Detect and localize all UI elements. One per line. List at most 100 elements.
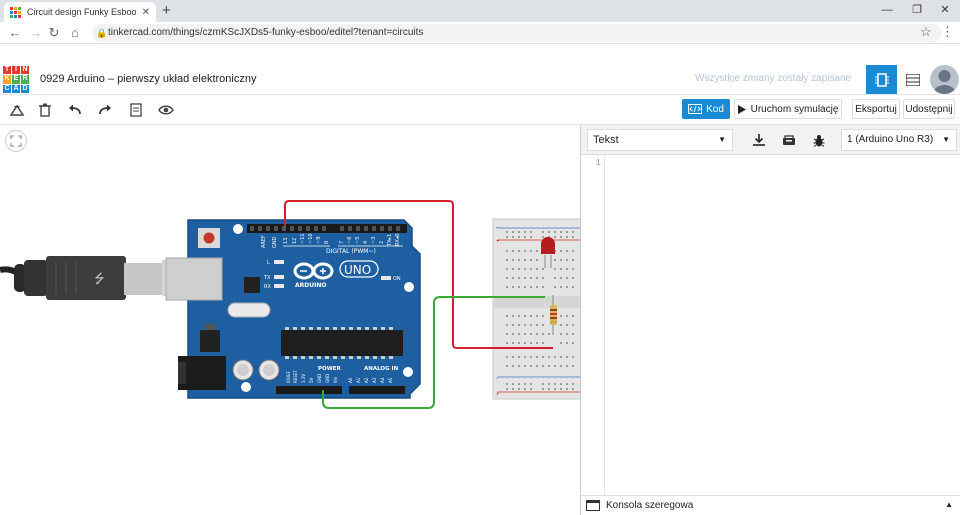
tinkercad-favicon-icon	[10, 6, 21, 18]
minimize-window-icon[interactable]: —	[881, 4, 893, 16]
svg-text:A4: A4	[380, 377, 385, 383]
svg-text:~6: ~6	[347, 237, 353, 244]
visibility-eye-icon[interactable]	[157, 101, 175, 119]
svg-text:POWER: POWER	[318, 366, 342, 372]
serial-monitor-bar[interactable]: Konsola szeregowa ▲	[581, 495, 960, 515]
close-window-icon[interactable]: ✕	[940, 4, 950, 16]
zoom-to-fit-button[interactable]	[5, 130, 27, 152]
logo-letter: I	[12, 66, 20, 75]
chevron-up-icon[interactable]: ▲	[945, 500, 953, 509]
svg-text:5V: 5V	[309, 377, 314, 383]
chevron-down-icon: ▼	[942, 135, 950, 144]
terminal-holes-upper	[506, 250, 574, 288]
browser-menu-icon[interactable]: ⋮	[941, 24, 954, 39]
svg-text:AREF: AREF	[261, 235, 267, 248]
power-header	[276, 386, 342, 394]
share-button[interactable]: Udostępnij	[903, 99, 955, 119]
svg-text:~10: ~10	[308, 233, 314, 244]
code-mode-select[interactable]: Tekst ▼	[587, 129, 733, 151]
restore-window-icon[interactable]: ❐	[912, 4, 922, 16]
code-editor-panel: Tekst ▼ 1 (Arduino Uno R3) ▼ 1 Konsola s…	[580, 125, 960, 515]
svg-text:A1: A1	[356, 377, 361, 383]
svg-text:A2: A2	[364, 377, 369, 383]
start-simulation-button[interactable]: Uruchom symulację	[734, 99, 842, 119]
project-title[interactable]: 0929 Arduino – pierwszy układ elektronic…	[40, 73, 257, 85]
line-number: 1	[595, 158, 601, 168]
export-button[interactable]: Eksportuj	[852, 99, 900, 119]
svg-text:~9: ~9	[316, 237, 322, 244]
code-icon	[688, 104, 703, 114]
svg-text:4: 4	[363, 241, 369, 244]
logo-letter: K	[3, 75, 11, 84]
breadboard[interactable]: - + - +	[492, 218, 580, 400]
green-wire[interactable]	[322, 296, 545, 409]
arduino-uno-board[interactable]: AREF GND 13 12 ~11 ~10 ~9 8 7 ~6 ~5 4 ~3…	[165, 219, 421, 399]
undo-icon[interactable]	[66, 101, 84, 119]
digital-label: DIGITAL (PWM~)	[326, 248, 376, 255]
component-list-button[interactable]	[900, 65, 926, 94]
logo-letter: C	[3, 84, 11, 93]
logo-letter: D	[21, 84, 29, 93]
svg-text:12: 12	[292, 238, 298, 244]
circuit-view-button[interactable]	[866, 65, 897, 94]
svg-text:RESET: RESET	[293, 370, 298, 383]
svg-text:8: 8	[324, 241, 330, 244]
svg-text:~3: ~3	[371, 237, 377, 244]
line-number-gutter: 1	[581, 155, 605, 495]
close-tab-icon[interactable]: ✕	[141, 6, 150, 18]
code-text-area[interactable]	[606, 155, 960, 495]
terminal-holes-lower	[506, 315, 574, 390]
tinkercad-logo[interactable]: T I N K E R C A D	[3, 66, 29, 93]
svg-text:L: L	[267, 260, 270, 266]
circuit-canvas[interactable]: ⭍	[0, 125, 580, 515]
rotate-icon[interactable]	[8, 101, 26, 119]
usb-cable[interactable]: ⭍	[0, 256, 170, 300]
svg-text:GND: GND	[325, 374, 330, 383]
redo-icon[interactable]	[96, 101, 114, 119]
code-editor-toolbar: Tekst ▼ 1 (Arduino Uno R3) ▼	[581, 125, 960, 155]
circuit-drawing: ⭍	[0, 200, 580, 409]
svg-text:-: -	[496, 376, 498, 382]
url-field[interactable]: 🔒 tinkercad.com/things/czmKScJXDs5-funky…	[92, 24, 942, 42]
delete-icon[interactable]	[36, 101, 54, 119]
forward-icon[interactable]: →	[29, 25, 43, 40]
analog-header	[349, 386, 405, 394]
play-icon	[737, 104, 746, 114]
svg-text:RX◂0: RX◂0	[395, 233, 401, 246]
svg-text:ON: ON	[393, 276, 401, 282]
svg-text:Vin: Vin	[333, 376, 338, 383]
device-select[interactable]: 1 (Arduino Uno R3) ▼	[841, 129, 957, 151]
home-icon[interactable]: ⌂	[71, 25, 79, 40]
code-button[interactable]: Kod	[682, 99, 730, 119]
download-icon[interactable]	[747, 129, 771, 151]
back-icon[interactable]: ←	[8, 25, 22, 40]
new-tab-button[interactable]: +	[162, 2, 171, 19]
browser-tab[interactable]: Circuit design Funky Esboo | Tink... ✕	[4, 2, 156, 22]
svg-text:13: 13	[283, 238, 289, 244]
svg-text:IOREF: IOREF	[286, 370, 291, 383]
reload-icon[interactable]: ↻	[48, 25, 60, 40]
chip-icon	[874, 72, 889, 87]
save-status: Wszystkie zmiany zostały zapisane	[695, 73, 852, 84]
red-wire[interactable]	[284, 200, 553, 349]
library-icon[interactable]	[777, 129, 801, 151]
device-value: 1 (Arduino Uno R3)	[847, 134, 934, 145]
svg-text:GND: GND	[272, 236, 278, 248]
logo-letter: N	[21, 66, 29, 75]
svg-text:A0: A0	[348, 377, 353, 383]
svg-text:~11: ~11	[300, 233, 306, 244]
start-simulation-label: Uruchom symulację	[750, 103, 839, 115]
lock-icon: 🔒	[96, 28, 108, 38]
notes-icon[interactable]	[127, 101, 145, 119]
resistor[interactable]	[550, 295, 557, 335]
svg-text:-: -	[496, 225, 498, 231]
svg-text:~5: ~5	[355, 237, 361, 244]
red-led[interactable]	[541, 237, 555, 268]
bookmark-star-icon[interactable]: ☆	[920, 24, 932, 39]
svg-text:+: +	[496, 239, 500, 245]
logo-letter: R	[21, 75, 29, 84]
debugger-bug-icon[interactable]	[807, 129, 831, 151]
user-avatar[interactable]	[930, 65, 959, 94]
svg-text:GND: GND	[317, 374, 322, 383]
code-button-label: Kod	[706, 103, 724, 115]
